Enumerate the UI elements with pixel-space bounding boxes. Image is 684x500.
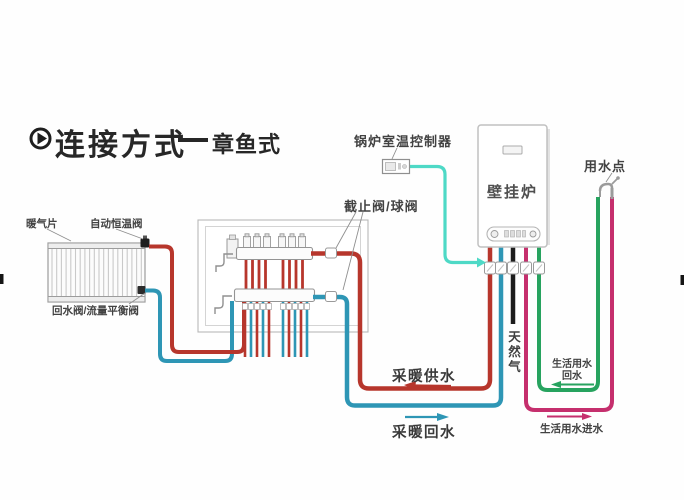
wall-hung-boiler: [477, 124, 550, 248]
loop-supply-pipes: [243, 301, 303, 357]
play-circle-icon: [29, 127, 52, 150]
radiator-leader: [46, 228, 72, 242]
boiler-service-valves: [484, 261, 545, 275]
stop-ball-valves: [325, 247, 337, 302]
manifold-assembly: [214, 233, 316, 357]
stop-ball-valve-label: 截止阀/球阀: [344, 199, 419, 214]
natural-gas-label: 天然气: [506, 330, 520, 375]
radiator-label: 暖气片: [26, 218, 58, 230]
manifold-riser-pipes: [244, 259, 304, 290]
thermostat-leader: [391, 147, 398, 160]
drain-spigot-bottom: [214, 295, 232, 314]
heating-supply-main-pipe: [311, 247, 493, 391]
loop-return-pipes: [249, 301, 309, 357]
dhw-return-label: 生活用水 回水: [547, 359, 597, 382]
dhw-inlet-pipe: [524, 197, 614, 412]
room-thermostat: [381, 158, 411, 175]
supply-flow-arrow: [412, 384, 452, 388]
room-thermostat-label: 锅炉室温控制器: [354, 134, 453, 149]
water-tap-leader: [605, 172, 613, 183]
page-subtitle: 章鱼式: [212, 132, 282, 157]
water-tap-label: 用水点: [584, 159, 627, 174]
thermostat-wire-arrowhead: [477, 257, 486, 268]
flow-arrows: [404, 381, 594, 421]
loop-pipe-unions: [242, 303, 310, 310]
dhw-return-label-line2: 回水: [562, 370, 582, 382]
auto-thermostat-valve-leader: [115, 228, 144, 240]
dhw-return-label-line1: 生活用水: [552, 359, 592, 370]
heating-return-main-pipe: [313, 247, 504, 408]
supply-manifold-bar: [235, 246, 314, 261]
supply-flow-arrowhead: [404, 381, 416, 390]
radiator: [47, 235, 150, 303]
boiler-display: [502, 145, 523, 155]
title-dash: [178, 138, 208, 142]
boiler-knob-left: [490, 230, 499, 238]
water-tap-icon: [598, 176, 620, 199]
boiler-knob-right: [529, 230, 537, 238]
return-flow-balance-valve-label: 回水阀/流量平衡阀: [52, 305, 139, 317]
boiler-control-panel: [486, 226, 541, 242]
thermostat-wire: [409, 164, 477, 265]
return-flow-arrowhead: [437, 413, 449, 421]
radiator-fins: [51, 249, 142, 296]
auto-thermostat-valve: [140, 238, 150, 248]
leader-lines: [46, 147, 613, 305]
stop-valve-leader-1: [335, 211, 357, 249]
drain-spigot-top: [215, 253, 233, 272]
page-title: 连接方式: [55, 129, 187, 162]
return-flow-balance-valve: [137, 286, 146, 294]
boiler-label: 壁挂炉: [486, 184, 538, 201]
dhw-inlet-label: 生活用水进水: [540, 423, 603, 435]
heating-supply-label: 采暖供水: [392, 369, 456, 385]
left-edge-crop-mark: [0, 274, 4, 284]
stop-valve-leader-2: [342, 211, 364, 291]
dhw-return-pipe: [537, 197, 600, 392]
return-balance-valve-leader: [128, 292, 147, 305]
return-manifold-bar: [233, 288, 316, 303]
heating-return-label: 采暖回水: [392, 425, 456, 441]
dhw-inlet-flow-arrowhead: [582, 413, 592, 420]
dhw-return-flow-arrowhead: [551, 381, 561, 388]
radiator-return-pipe: [145, 288, 234, 363]
radiator-supply-pipe: [149, 244, 246, 354]
auto-thermostat-valve-label: 自动恒温阀: [90, 218, 143, 230]
right-edge-crop-mark: [680, 275, 684, 285]
